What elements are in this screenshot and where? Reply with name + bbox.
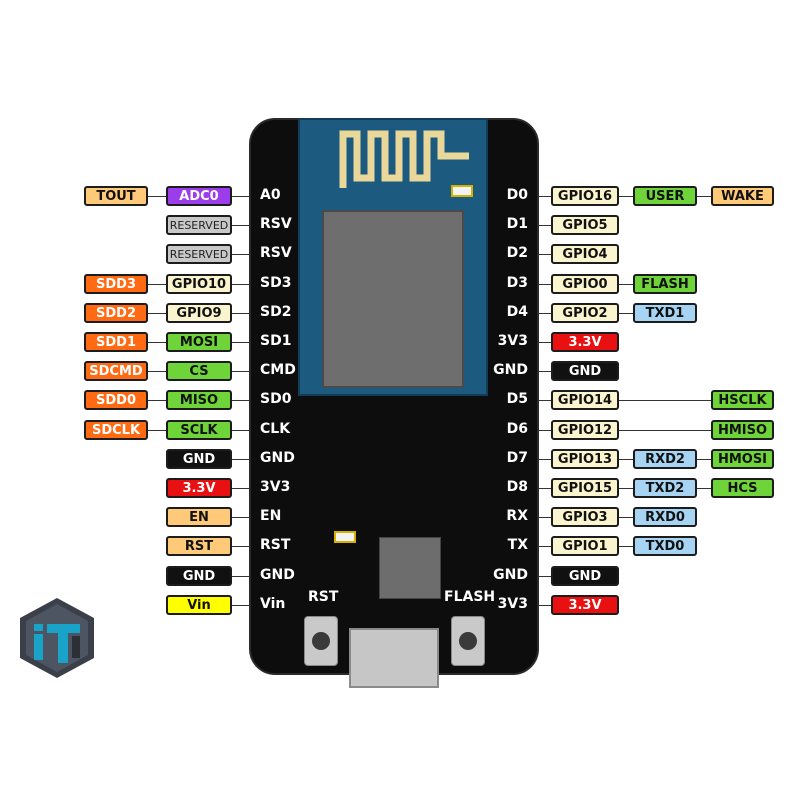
pin-label: GND — [493, 567, 528, 583]
pin-function-badge: GPIO1 — [551, 536, 619, 556]
pin-function-badge: SDCMD — [84, 361, 148, 381]
pin-function-badge: HMISO — [711, 420, 774, 440]
pin-label: Vin — [260, 596, 286, 612]
pin-function-badge: RST — [166, 536, 232, 556]
flash-button[interactable] — [451, 616, 485, 666]
module-led-icon — [451, 185, 473, 197]
pin-label: GND — [260, 450, 295, 466]
pin-function-badge: SDD1 — [84, 332, 148, 352]
pin-label: EN — [260, 508, 282, 524]
pin-label: GND — [260, 567, 295, 583]
pin-function-badge: EN — [166, 507, 232, 527]
pin-function-badge: GND — [551, 361, 619, 381]
pin-function-badge: GND — [166, 566, 232, 586]
micro-usb-port[interactable] — [349, 628, 439, 688]
pin-function-badge: FLASH — [633, 274, 697, 294]
pin-label: CMD — [260, 362, 296, 378]
rst-button-label: RST — [308, 589, 339, 605]
pin-label: A0 — [260, 187, 281, 203]
pin-label: RSV — [260, 245, 292, 261]
pin-label: D2 — [506, 245, 528, 261]
flash-button-label: FLASH — [444, 589, 496, 605]
pin-function-badge: Vin — [166, 595, 232, 615]
pin-label: RSV — [260, 216, 292, 232]
rst-button[interactable] — [304, 616, 338, 666]
pin-function-badge: MOSI — [166, 332, 232, 352]
pin-label: D3 — [506, 275, 528, 291]
pin-label: 3V3 — [497, 333, 528, 349]
pin-function-badge: HMOSI — [711, 449, 774, 469]
pin-function-badge: HCS — [711, 478, 774, 498]
pin-label: D8 — [506, 479, 528, 495]
pin-function-badge: 3.3V — [551, 595, 619, 615]
pin-label: SD0 — [260, 391, 292, 407]
pin-function-badge: MISO — [166, 390, 232, 410]
pin-label: GND — [493, 362, 528, 378]
pin-label: 3V3 — [260, 479, 291, 495]
pin-label: D7 — [506, 450, 528, 466]
pin-function-badge: 3.3V — [551, 332, 619, 352]
pin-function-badge: RXD2 — [633, 449, 697, 469]
pin-function-badge: ADC0 — [166, 186, 232, 206]
usb-serial-chip — [379, 537, 441, 599]
pin-function-badge: TXD2 — [633, 478, 697, 498]
pin-label: D0 — [506, 187, 528, 203]
pin-function-badge: RESERVED — [166, 244, 232, 264]
pin-function-badge: GPIO12 — [551, 420, 619, 440]
pin-function-badge: TXD1 — [633, 303, 697, 323]
pin-label: TX — [507, 537, 528, 553]
cube-logo-icon — [20, 598, 94, 678]
board-led-icon — [334, 531, 356, 543]
pin-label: D4 — [506, 304, 528, 320]
pin-function-badge: GPIO9 — [166, 303, 232, 323]
pin-function-badge: SCLK — [166, 420, 232, 440]
pin-function-badge: GPIO15 — [551, 478, 619, 498]
pin-label: D5 — [506, 391, 528, 407]
pin-function-badge: GPIO13 — [551, 449, 619, 469]
connector-line — [536, 400, 764, 401]
pin-function-badge: TOUT — [84, 186, 148, 206]
pin-function-badge: GPIO16 — [551, 186, 619, 206]
pin-function-badge: GND — [551, 566, 619, 586]
pin-function-badge: GPIO14 — [551, 390, 619, 410]
pin-function-badge: SDD3 — [84, 274, 148, 294]
pin-label: SD2 — [260, 304, 292, 320]
pin-function-badge: GPIO10 — [166, 274, 232, 294]
pin-function-badge: GPIO2 — [551, 303, 619, 323]
pin-label: RST — [260, 537, 291, 553]
pin-function-badge: USER — [633, 186, 697, 206]
pin-label: SD1 — [260, 333, 292, 349]
pin-function-badge: CS — [166, 361, 232, 381]
pin-function-badge: RXD0 — [633, 507, 697, 527]
pin-label: D6 — [506, 421, 528, 437]
pin-label: RX — [506, 508, 528, 524]
pin-function-badge: GPIO3 — [551, 507, 619, 527]
pin-function-badge: GPIO5 — [551, 215, 619, 235]
pin-function-badge: HSCLK — [711, 390, 774, 410]
pin-function-badge: GPIO4 — [551, 244, 619, 264]
connector-line — [536, 430, 764, 431]
pin-function-badge: WAKE — [711, 186, 774, 206]
pin-function-badge: RESERVED — [166, 215, 232, 235]
pin-label: D1 — [506, 216, 528, 232]
pin-label: CLK — [260, 421, 291, 437]
pin-function-badge: GND — [166, 449, 232, 469]
pin-function-badge: SDD2 — [84, 303, 148, 323]
pin-function-badge: 3.3V — [166, 478, 232, 498]
pin-label: SD3 — [260, 275, 292, 291]
pin-label: 3V3 — [497, 596, 528, 612]
pin-function-badge: SDCLK — [84, 420, 148, 440]
pcb-antenna-icon — [339, 130, 469, 188]
pin-function-badge: SDD0 — [84, 390, 148, 410]
pin-function-badge: TXD0 — [633, 536, 697, 556]
pin-function-badge: GPIO0 — [551, 274, 619, 294]
wifi-chip-shield — [322, 210, 464, 388]
